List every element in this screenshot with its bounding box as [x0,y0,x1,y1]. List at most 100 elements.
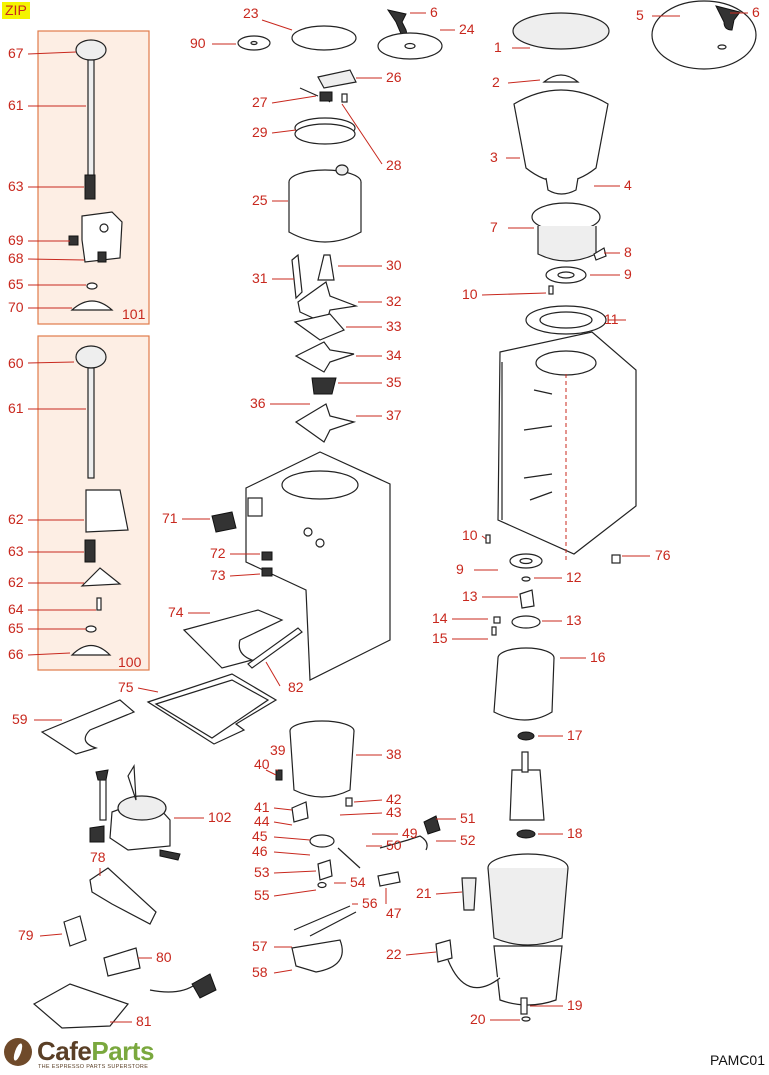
logo-cafe: Cafe [37,1036,92,1066]
part-label-56: 56 [362,895,378,911]
part-label-6: 6 [752,4,760,20]
part-label-24: 24 [459,21,475,37]
motor-parts [435,534,621,1022]
leader-line-67 [27,51,77,55]
leader-line-73 [229,573,261,577]
part-label-68: 68 [8,250,24,266]
part-label-63: 63 [8,178,24,194]
part-label-58: 58 [252,964,268,980]
leader-line-53 [273,870,317,874]
leader-line-10 [481,292,547,296]
part-label-63: 63 [8,543,24,559]
part-label-82: 82 [288,679,304,695]
diagram-code: PAMC01 [710,1052,765,1068]
leader-line-75 [137,687,159,693]
kit-100-parts [70,345,129,656]
part-label-6: 6 [430,4,438,20]
part-label-28: 28 [386,157,402,173]
part-label-1: 1 [494,39,502,55]
part-label-102: 102 [208,809,232,825]
leader-line-21 [435,891,463,895]
leader-line-66 [27,652,71,656]
part-label-101: 101 [122,306,146,322]
part-label-12: 12 [566,569,582,585]
part-label-65: 65 [8,620,24,636]
leader-line-55 [273,889,317,897]
part-label-57: 57 [252,938,268,954]
part-label-39: 39 [270,742,286,758]
part-label-45: 45 [252,828,268,844]
leader-line-42 [353,799,383,803]
part-label-43: 43 [386,804,402,820]
part-label-44: 44 [254,813,270,829]
leader-line-10 [481,535,487,540]
leader-line-46 [273,851,311,856]
part-label-4: 4 [624,177,632,193]
leader-line-79 [39,933,63,937]
part-label-52: 52 [460,832,476,848]
burr-chamber-parts [275,720,441,973]
leader-line-68 [27,258,85,261]
part-label-20: 20 [470,1011,486,1027]
part-label-49: 49 [402,825,418,841]
part-label-100: 100 [118,654,142,670]
part-label-36: 36 [250,395,266,411]
part-label-26: 26 [386,69,402,85]
part-label-60: 60 [8,355,24,371]
part-label-9: 9 [456,561,464,577]
part-label-14: 14 [432,610,448,626]
part-label-73: 73 [210,567,226,583]
leader-line-41 [273,807,293,811]
grinder-body [182,451,391,681]
leader-line-40 [265,769,277,776]
part-label-46: 46 [252,843,268,859]
leader-line-82 [265,661,281,687]
part-label-33: 33 [386,318,402,334]
part-label-69: 69 [8,232,24,248]
part-label-30: 30 [386,257,402,273]
leader-line-2 [507,79,541,84]
part-label-59: 59 [12,711,28,727]
part-label-74: 74 [168,604,184,620]
part-label-34: 34 [386,347,402,363]
part-label-19: 19 [567,997,583,1013]
part-label-9: 9 [624,266,632,282]
part-label-5: 5 [636,7,644,23]
part-label-32: 32 [386,293,402,309]
part-label-10: 10 [462,527,478,543]
part-label-21: 21 [416,885,432,901]
part-label-61: 61 [8,97,24,113]
part-label-66: 66 [8,646,24,662]
part-label-72: 72 [210,545,226,561]
housing-cabinet [497,331,637,560]
part-label-55: 55 [254,887,270,903]
part-label-65: 65 [8,276,24,292]
part-label-35: 35 [386,374,402,390]
electrical-parts [32,867,217,1029]
part-label-51: 51 [460,810,476,826]
part-label-27: 27 [252,94,268,110]
part-label-25: 25 [252,192,268,208]
part-label-71: 71 [162,510,178,526]
center-column-parts [237,9,443,443]
part-label-3: 3 [490,149,498,165]
part-label-61: 61 [8,400,24,416]
part-label-67: 67 [8,45,24,61]
part-label-29: 29 [252,124,268,140]
part-label-13: 13 [566,612,582,628]
drip-tray-parts [40,673,278,755]
kit-101-parts [68,39,123,311]
part-label-7: 7 [490,219,498,235]
part-label-37: 37 [386,407,402,423]
leader-line-28 [341,103,383,165]
part-label-81: 81 [136,1013,152,1029]
part-label-79: 79 [18,927,34,943]
leader-line-29 [271,129,297,134]
part-label-90: 90 [190,35,206,51]
part-label-75: 75 [118,679,134,695]
part-label-54: 54 [350,874,366,890]
part-label-50: 50 [386,837,402,853]
leader-line-22 [405,951,437,956]
